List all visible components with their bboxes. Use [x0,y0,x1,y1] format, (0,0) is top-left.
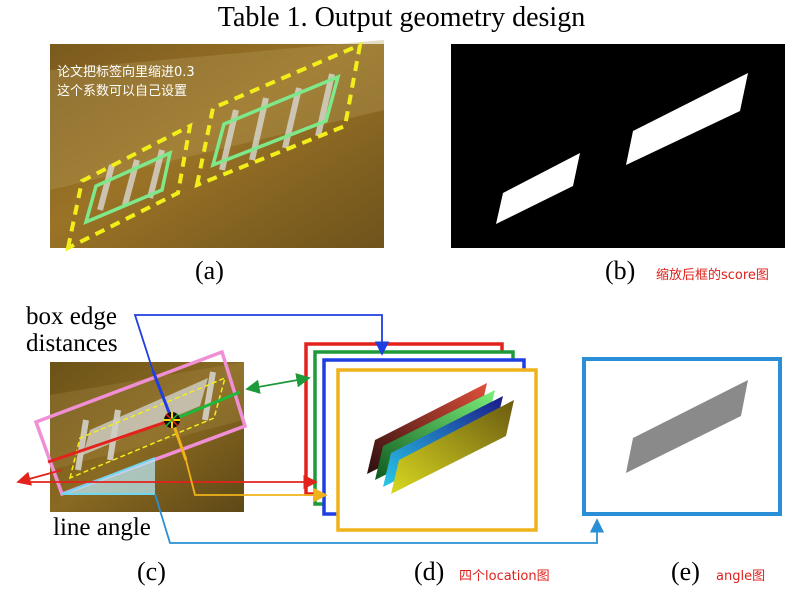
score-region-right [626,73,748,165]
panel-d-label: (d) [414,557,445,586]
panel-c-label: (c) [137,557,166,586]
shrunk-box-right [210,74,341,168]
distance-left-line [47,418,173,464]
box-edge-line2: distances [26,330,118,357]
figure-title: Table 1. Output geometry design [217,2,586,33]
panel-a-note-line2: 这个系数可以自己设置 [57,84,188,99]
dashed-outer-box-left [65,122,193,252]
panel-e-label: (e) [671,557,700,586]
panel-b-note: 缩放后框的score图 [656,268,769,283]
red-left-arrow [16,469,63,486]
blue-connector-arrow [133,314,390,372]
line-angle-label: line angle [53,514,151,541]
angle-edge-line [61,457,156,495]
dashed-outer-box-right [194,41,363,189]
location-layer-yellow [391,400,514,494]
panel-a-label: (a) [195,256,224,285]
box-edge-distances-label: box edge distances [26,303,118,357]
score-region-left [496,153,580,224]
rotated-bounding-box [33,349,248,497]
panel-a-note: 论文把标签向里缩进0.3 这个系数可以自己设置 [57,63,195,101]
green-connector-arrow [245,373,311,394]
panel-a-note-line1: 论文把标签向里缩进0.3 [57,65,195,80]
panel-b-label: (b) [605,256,636,285]
orange-connector-arrow [185,459,328,503]
center-crosshair-icon [164,412,180,428]
panel-e-note: angle图 [716,569,766,584]
cyan-connector-arrow [154,493,605,544]
distance-top-line [151,370,174,421]
shrunk-box-left [83,149,173,226]
distance-right-line [171,390,241,422]
box-edge-line1: box edge [26,303,117,330]
panel-d-note: 四个location图 [459,569,550,584]
angle-region [626,380,748,473]
